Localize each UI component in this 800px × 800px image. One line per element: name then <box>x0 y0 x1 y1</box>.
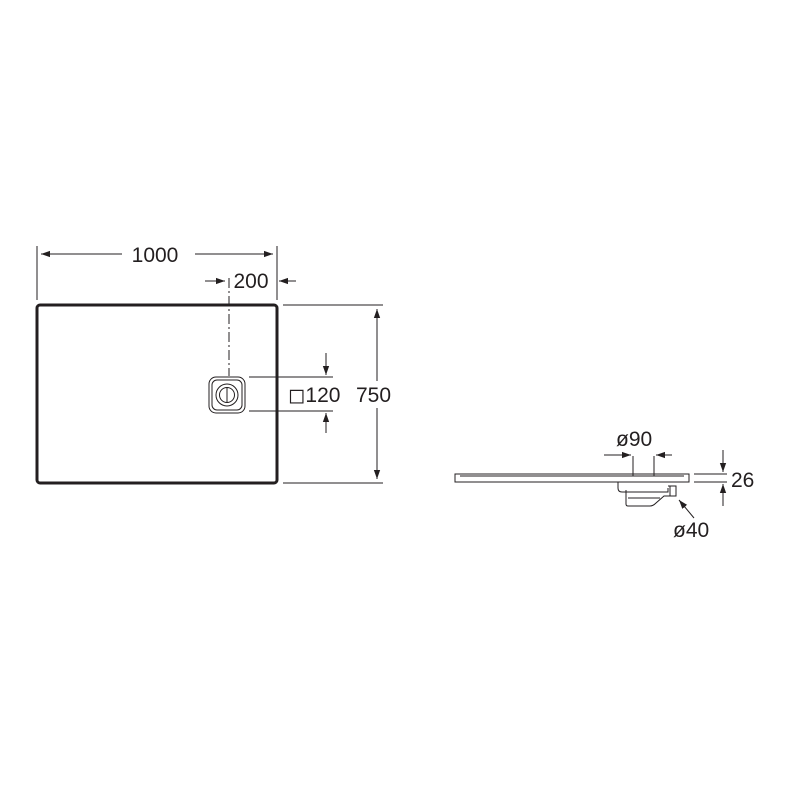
drain-size-dimension: ◻120 <box>249 353 340 433</box>
drain-offset-dimension: 200 <box>205 270 296 293</box>
outlet-diameter-leader: ø40 <box>673 499 709 542</box>
top-view: 1000 200 ◻120 <box>35 244 391 485</box>
siphon-body <box>617 482 677 507</box>
thickness-label: 26 <box>731 469 754 492</box>
depth-label: 750 <box>356 384 391 407</box>
width-label: 1000 <box>132 244 179 267</box>
tray-outline <box>35 303 279 485</box>
depth-dimension: 750 <box>283 304 391 484</box>
width-dimension: 1000 <box>36 244 278 300</box>
outlet-diameter-label: ø40 <box>673 519 709 542</box>
drain-symbol <box>208 376 246 414</box>
side-view: ø90 26 ø40 <box>454 428 754 542</box>
thickness-dimension: 26 <box>694 450 754 506</box>
tray-profile <box>454 473 690 483</box>
drain-diameter-dimension: ø90 <box>604 428 672 476</box>
drain-diameter-label: ø90 <box>616 428 652 451</box>
drain-offset-label: 200 <box>233 270 268 293</box>
drain-size-label: ◻120 <box>288 384 340 407</box>
